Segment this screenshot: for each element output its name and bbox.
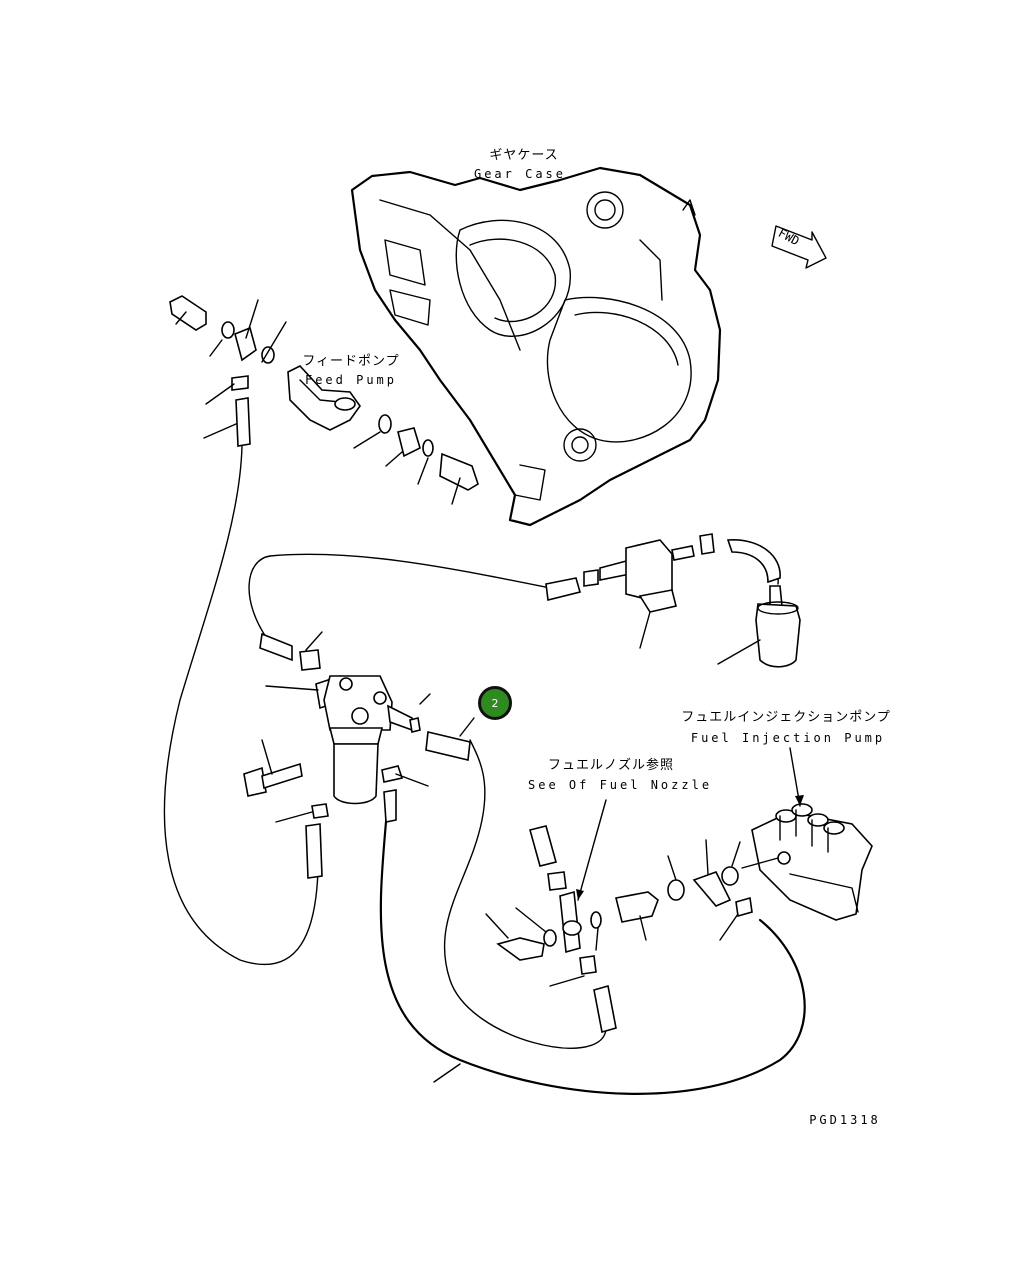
feed-pump-label-en: Feed Pump xyxy=(304,373,398,387)
fuel-injection-pump-label-jp: フュエルインジェクションポンプ xyxy=(681,710,891,725)
gear-case-label-en: Gear Case xyxy=(473,167,567,181)
fuel-filter-assembly xyxy=(243,631,475,879)
fuel-injection-pump-label-en: Fuel Injection Pump xyxy=(690,731,886,745)
fuel-nozzle-label-jp: フュエルノズル参照 xyxy=(547,758,674,773)
gear-case-label-jp: ギヤケース xyxy=(489,148,559,163)
nozzle-fittings xyxy=(485,825,753,1034)
feed-pump-label-jp: フィードポンプ xyxy=(302,354,400,369)
fwd-arrow xyxy=(771,225,827,269)
feed-pump-body xyxy=(287,365,479,505)
drawing-code: PGD1318 xyxy=(809,1113,881,1127)
gear-case-drawing xyxy=(350,166,722,527)
feed-pump-fittings xyxy=(169,295,287,447)
fuel-injection-pump-drawing xyxy=(741,803,873,921)
fuel-nozzle-label-en: See Of Fuel Nozzle xyxy=(528,778,713,792)
inline-filter-group xyxy=(545,533,801,668)
fuel-hose-lines xyxy=(163,445,806,1095)
part-callout-2[interactable]: 2 xyxy=(478,686,512,720)
label-arrows xyxy=(433,747,804,1083)
